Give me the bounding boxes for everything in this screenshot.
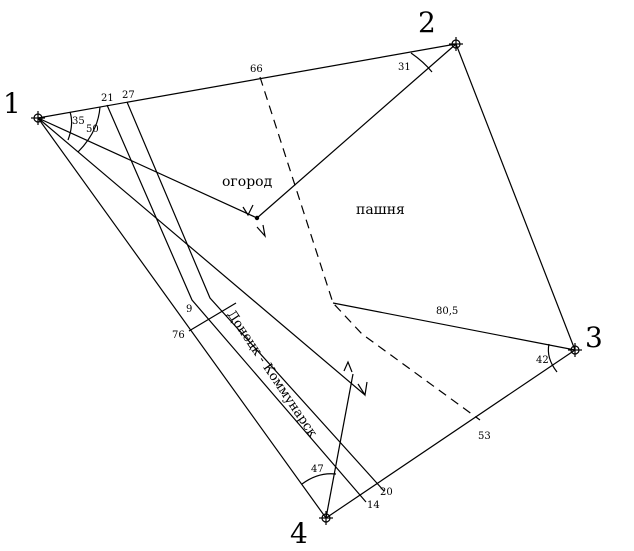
measure-9: 9 <box>186 304 192 315</box>
angle-arc-4 <box>301 473 337 485</box>
measure-66: 66 <box>250 64 263 75</box>
vertex-label-4: 4 <box>290 517 308 550</box>
measure-76: 76 <box>172 330 185 341</box>
line-corner-3 <box>332 302 576 351</box>
measure-20: 20 <box>380 487 393 498</box>
angle-arc-2 <box>410 52 433 73</box>
measure-50: 50 <box>86 124 99 135</box>
marker-vertex-1 <box>31 111 45 125</box>
measure-31: 31 <box>398 62 411 73</box>
angle-arc-3 <box>547 343 558 373</box>
measure-47: 47 <box>311 464 324 475</box>
vertex-label-3: 3 <box>585 321 603 354</box>
road-label: Донецк - Коммунарск <box>224 308 320 441</box>
measure-21: 21 <box>101 93 114 104</box>
line-1-garden-point <box>37 117 258 219</box>
measure-35: 35 <box>72 116 85 127</box>
boundary-2-3 <box>455 43 576 351</box>
line-2-garden-point <box>256 43 457 219</box>
boundary-1-2 <box>37 43 457 119</box>
boundary-3-4 <box>325 349 576 519</box>
measure-42: 42 <box>536 355 549 366</box>
measure-14: 14 <box>367 500 380 511</box>
road-edge-1 <box>106 104 367 503</box>
diagonal-1-inner <box>37 117 366 396</box>
measure-27: 27 <box>122 90 135 101</box>
vertex-label-2: 2 <box>418 6 436 39</box>
boundary-4-1 <box>37 117 327 519</box>
road-edge-2 <box>126 101 385 492</box>
marker-vertex-3 <box>568 343 582 357</box>
vertex-label-1: 1 <box>3 87 21 120</box>
area-label-garden: огород <box>222 174 273 190</box>
arrow-top-north <box>343 360 353 373</box>
garden-point <box>254 215 260 221</box>
angle-arc-1-outer <box>77 106 101 153</box>
angle-arc-1-inner <box>67 111 73 141</box>
arrow-garden-up <box>242 204 254 217</box>
measure-53: 53 <box>478 431 491 442</box>
marker-vertex-4 <box>319 511 333 525</box>
dashed-boundary <box>259 76 481 421</box>
area-label-arable: пашня <box>356 202 405 218</box>
line-4-north <box>325 373 354 519</box>
offset-perpendicular <box>188 302 237 332</box>
arrow-diagonal <box>357 381 368 397</box>
marker-vertex-2 <box>449 37 463 51</box>
arrow-garden-down <box>256 224 266 238</box>
measure-80-5: 80,5 <box>436 306 458 317</box>
